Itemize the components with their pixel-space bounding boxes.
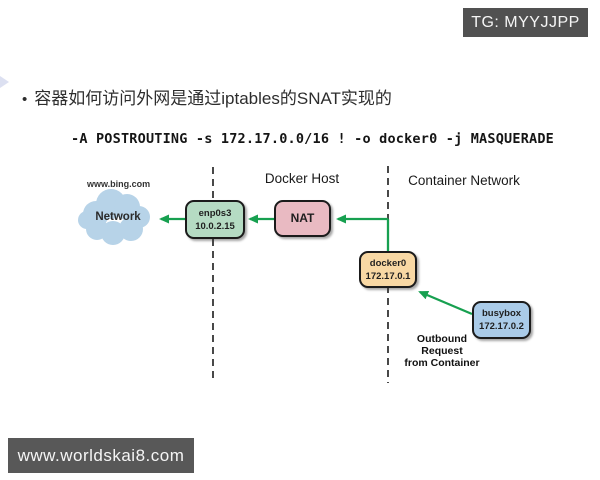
- docker0-name: docker0: [369, 257, 407, 269]
- enp0s3-ip: 10.0.2.15: [195, 220, 235, 232]
- heading-text: 容器如何访问外网是通过iptables的SNAT实现的: [34, 89, 392, 108]
- bullet-glyph: •: [22, 91, 28, 108]
- nat-node: NAT: [274, 200, 331, 237]
- outbound-request-annotation: Outbound Request from Container: [404, 333, 480, 369]
- enp0s3-name: enp0s3: [198, 207, 232, 219]
- watermark-bottom-text: www.worldskai8.com: [17, 445, 185, 465]
- zone-label-docker-host: Docker Host: [264, 171, 340, 186]
- busybox-name: busybox: [481, 308, 522, 319]
- watermark-badge-top: TG: MYYJJPP: [463, 8, 588, 37]
- iptables-command: -A POSTROUTING -s 172.17.0.0/16 ! -o doc…: [71, 131, 555, 147]
- enp0s3-node: enp0s3 10.0.2.15: [185, 200, 245, 239]
- watermark-badge-bottom: www.worldskai8.com: [8, 438, 194, 473]
- docker0-ip: 172.17.0.1: [365, 270, 411, 282]
- watermark-top-text: TG: MYYJJPP: [471, 13, 580, 31]
- network-cloud-icon: [78, 189, 150, 245]
- busybox-node: busybox 172.17.0.2: [472, 301, 531, 339]
- bing-url-label: www.bing.com: [87, 179, 151, 189]
- network-cloud-label: Network: [95, 211, 141, 223]
- busybox-ip: 172.17.0.2: [479, 321, 524, 332]
- nat-name: NAT: [290, 211, 315, 225]
- slide-artifact-triangle: [0, 74, 9, 90]
- docker0-node: docker0 172.17.0.1: [359, 251, 417, 288]
- slide-heading: • 容器如何访问外网是通过iptables的SNAT实现的: [22, 84, 392, 109]
- zone-label-container-network: Container Network: [408, 173, 520, 188]
- flow-arrows: [159, 214, 473, 316]
- arrow-busybox-to-docker0: [418, 290, 473, 316]
